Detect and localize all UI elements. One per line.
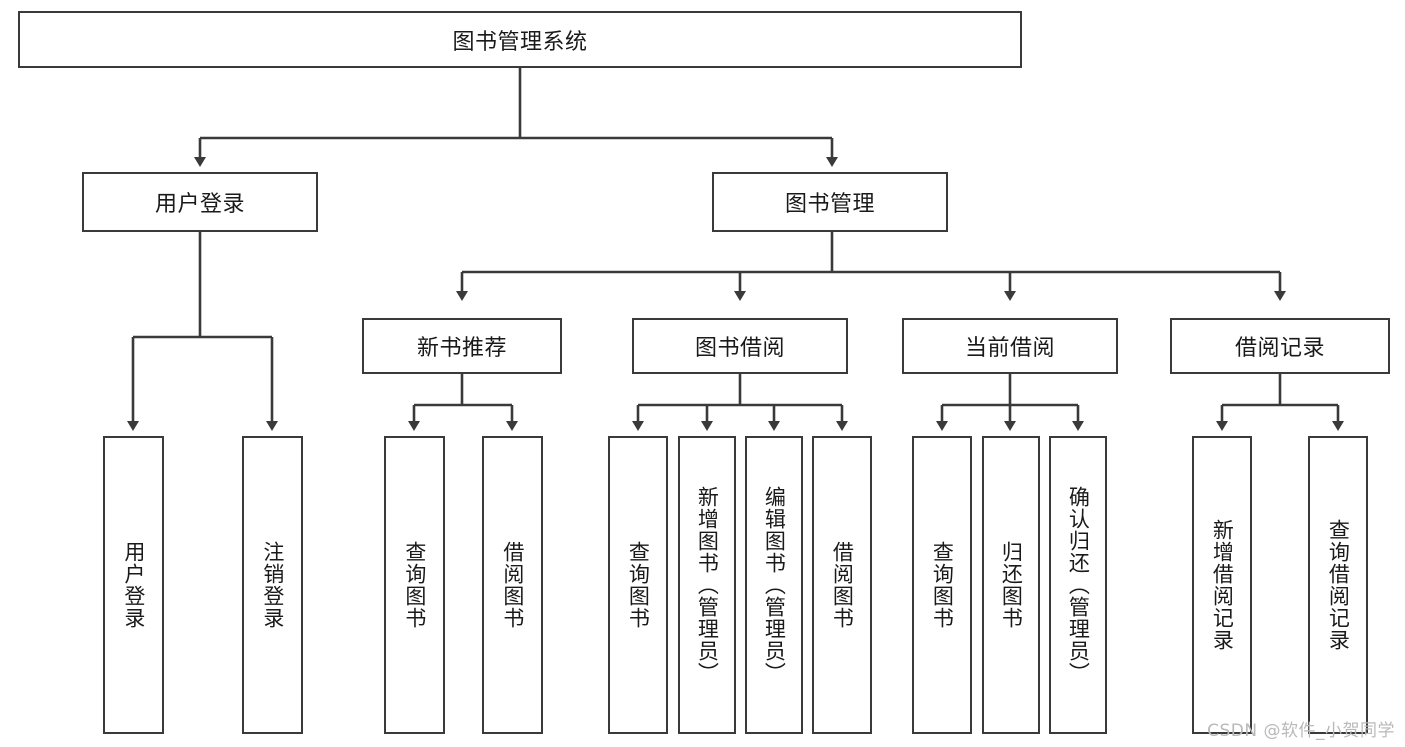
leaf-borrow-borrow-book[interactable]: 借阅图书 [812,436,872,734]
node-label: 图书借阅 [694,336,785,361]
node-label: 归还图书 [999,541,1024,629]
node-label: 查询图书 [626,541,651,629]
leaf-newbook-borrow-book[interactable]: 借阅图书 [482,436,543,734]
watermark-text: CSDN @软件_小贺同学 [1207,721,1395,741]
leaf-borrow-add-book-admin[interactable]: 新增图书（管理员） [678,436,736,734]
leaf-newbook-query-book[interactable]: 查询图书 [384,436,445,734]
node-label: 新增图书（管理员） [695,486,720,684]
node-label: 用户登录 [121,541,146,629]
leaf-records-add-record[interactable]: 新增借阅记录 [1192,436,1252,734]
node-label: 查询借阅记录 [1326,519,1351,651]
node-label: 借阅记录 [1234,336,1325,361]
node-label: 注销登录 [260,541,285,629]
node-root-system[interactable]: 图书管理系统 [18,11,1022,68]
leaf-records-query-record[interactable]: 查询借阅记录 [1308,436,1368,734]
node-label: 新书推荐 [416,336,507,361]
leaf-user-login-logout[interactable]: 注销登录 [242,436,303,734]
node-borrow-records[interactable]: 借阅记录 [1170,318,1390,374]
leaf-current-confirm-return-admin[interactable]: 确认归还（管理员） [1049,436,1107,734]
node-current-borrow[interactable]: 当前借阅 [902,318,1118,374]
node-new-book-recommend[interactable]: 新书推荐 [362,318,562,374]
node-label: 编辑图书（管理员） [762,486,787,684]
leaf-borrow-edit-book-admin[interactable]: 编辑图书（管理员） [745,436,803,734]
node-book-management[interactable]: 图书管理 [712,172,948,232]
node-book-borrow[interactable]: 图书借阅 [632,318,848,374]
node-label: 查询图书 [402,541,427,629]
leaf-borrow-query-book[interactable]: 查询图书 [608,436,668,734]
leaf-current-return-book[interactable]: 归还图书 [982,436,1040,734]
node-label: 当前借阅 [964,336,1055,361]
node-label: 用户登录 [154,192,245,217]
node-label: 借阅图书 [500,541,525,629]
node-user-login[interactable]: 用户登录 [82,172,318,232]
node-label: 确认归还（管理员） [1066,486,1091,684]
node-label: 图书管理 [784,192,875,217]
leaf-user-login-login[interactable]: 用户登录 [103,436,164,734]
node-label: 查询图书 [930,541,955,629]
leaf-current-query-book[interactable]: 查询图书 [912,436,972,734]
node-label: 图书管理系统 [452,29,588,55]
node-label: 借阅图书 [830,541,855,629]
node-label: 新增借阅记录 [1210,519,1235,651]
